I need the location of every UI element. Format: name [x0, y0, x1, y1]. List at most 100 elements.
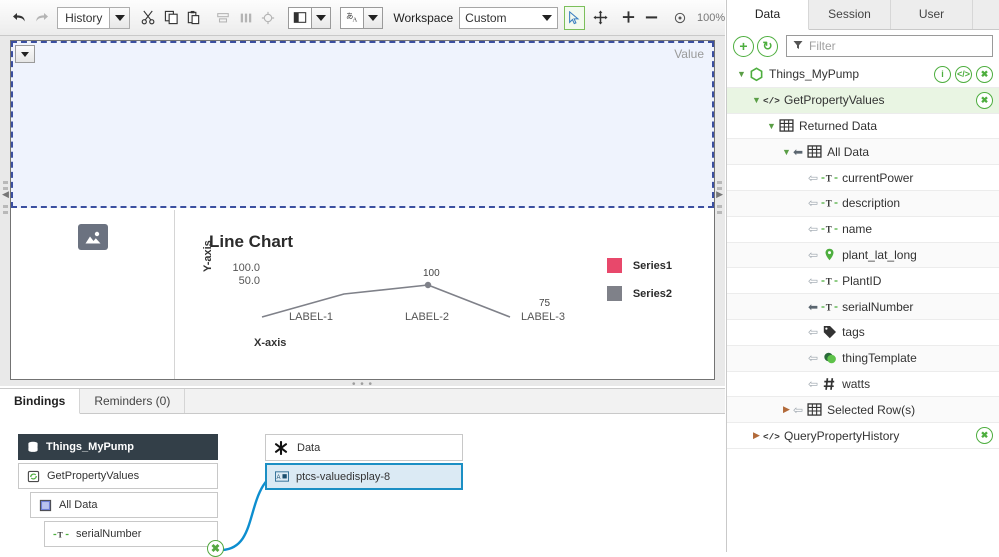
- bindable-arrow-icon[interactable]: ⇦: [808, 376, 819, 391]
- line-chart-widget[interactable]: Line Chart Y-axis 100.0 50.0 100 75 LABE…: [176, 210, 714, 379]
- tree-row-selected-row-s[interactable]: ▶⇦Selected Row(s): [727, 397, 999, 424]
- value-display-widget[interactable]: Value: [11, 41, 714, 208]
- filter-placeholder: Filter: [809, 39, 836, 53]
- undo-arrow-icon[interactable]: [8, 6, 31, 30]
- svg-text:</>: </>: [763, 431, 780, 442]
- info-icon[interactable]: i: [934, 65, 951, 83]
- tree-row-thingtemplate[interactable]: ⇦thingTemplate: [727, 345, 999, 372]
- remove-icon[interactable]: ✖: [976, 91, 993, 109]
- history-dropdown[interactable]: History: [57, 6, 131, 29]
- tab-data[interactable]: Data: [727, 0, 809, 30]
- chevron-down-icon[interactable]: ▼: [767, 120, 776, 131]
- binding-target-valuedisplay[interactable]: A ptcs-valuedisplay-8: [265, 463, 463, 490]
- chevron-down-icon[interactable]: ▼: [737, 69, 746, 80]
- chevron-right-icon[interactable]: ▶: [783, 404, 790, 415]
- panel-splitter[interactable]: • • •: [351, 379, 374, 390]
- resize-handle-left[interactable]: [3, 211, 8, 214]
- tab-reminders[interactable]: Reminders (0): [80, 389, 186, 413]
- resize-handle-right[interactable]: [717, 181, 722, 184]
- plus-icon[interactable]: [617, 6, 640, 30]
- layout-icon[interactable]: [288, 6, 313, 29]
- filter-input[interactable]: Filter: [786, 35, 993, 57]
- bindable-arrow-icon[interactable]: ⇦: [808, 222, 819, 237]
- bindable-arrow-icon[interactable]: ⇦: [808, 170, 819, 185]
- bindings-tabstrip: Bindings Reminders (0): [0, 389, 725, 414]
- right-panel-toolbar: + ↻ Filter: [727, 30, 999, 62]
- tree-row-label: serialNumber: [842, 299, 914, 314]
- code-icon[interactable]: </>: [955, 65, 972, 83]
- tree-row-label: QueryPropertyHistory: [784, 428, 900, 443]
- legend-item[interactable]: Series1: [606, 258, 672, 273]
- target-reset-icon[interactable]: [668, 6, 691, 30]
- cursor-arrow-icon[interactable]: [563, 5, 585, 30]
- binding-source-getpropertyvalues[interactable]: GetPropertyValues: [18, 463, 218, 489]
- binding-target-data[interactable]: Data: [265, 434, 463, 461]
- chevron-down-icon[interactable]: ▼: [782, 146, 791, 157]
- collapse-left-arrow-icon[interactable]: ◀: [2, 189, 9, 199]
- resize-handle-left[interactable]: [3, 181, 8, 184]
- chevron-down-icon[interactable]: [312, 6, 332, 29]
- refresh-circle-icon[interactable]: ↻: [757, 35, 778, 57]
- remove-icon[interactable]: ✖: [976, 65, 993, 83]
- chevron-down-icon[interactable]: [109, 7, 130, 28]
- chevron-right-icon[interactable]: ▶: [753, 430, 760, 441]
- binding-source-serialnumber[interactable]: T serialNumber: [44, 521, 218, 547]
- tree-row-returned-data[interactable]: ▼Returned Data: [727, 114, 999, 140]
- bindable-arrow-icon[interactable]: ⇦: [808, 196, 819, 211]
- text-type-icon: T: [821, 301, 838, 313]
- minus-icon[interactable]: [640, 6, 663, 30]
- remove-binding-x-icon[interactable]: ✖: [207, 540, 224, 557]
- bindable-arrow-icon[interactable]: ⇦: [808, 273, 819, 288]
- tab-user[interactable]: User: [891, 0, 973, 29]
- image-widget[interactable]: [11, 210, 175, 379]
- chevron-down-icon[interactable]: ▼: [752, 95, 761, 106]
- value-display-icon: A: [275, 471, 289, 482]
- tree-row-label: currentPower: [842, 170, 914, 185]
- chart-plot-line: [261, 281, 511, 318]
- tree-row-tags[interactable]: ⇦tags: [727, 320, 999, 346]
- scissors-icon[interactable]: [137, 6, 160, 30]
- resize-handle-right[interactable]: [717, 211, 722, 214]
- resize-handle-right[interactable]: [717, 187, 722, 190]
- bindable-arrow-icon[interactable]: ⇦: [808, 351, 819, 366]
- tree-row-getpropertyvalues[interactable]: ▼</>GetPropertyValues✖: [727, 87, 999, 114]
- workspace-value: Custom: [465, 10, 507, 25]
- resize-handle-left[interactable]: [3, 187, 8, 190]
- workspace-select[interactable]: Custom: [459, 6, 558, 29]
- tab-bindings[interactable]: Bindings: [0, 389, 81, 414]
- chevron-down-icon[interactable]: [15, 45, 35, 63]
- chevron-down-icon[interactable]: [364, 6, 384, 29]
- bindable-arrow-icon[interactable]: ⇦: [808, 247, 819, 262]
- paste-icon[interactable]: [182, 6, 205, 30]
- remove-icon[interactable]: ✖: [976, 427, 993, 445]
- binding-source-things-mypump[interactable]: Things_MyPump: [18, 434, 218, 460]
- move-icon[interactable]: [589, 6, 612, 30]
- tree-row-watts[interactable]: ⇦ watts: [727, 372, 999, 398]
- tab-session[interactable]: Session: [809, 0, 891, 29]
- tree-row-label: watts: [842, 376, 871, 391]
- resize-handle-left[interactable]: [3, 205, 8, 208]
- copy-icon[interactable]: [160, 6, 183, 30]
- workspace-label: Workspace: [393, 10, 454, 25]
- resize-handle-right[interactable]: [717, 205, 722, 208]
- layout-split-button[interactable]: [288, 6, 332, 30]
- plus-circle-icon[interactable]: +: [733, 35, 754, 57]
- bindable-arrow-icon[interactable]: ⇦: [793, 402, 804, 417]
- tree-row-plant-lat-long[interactable]: ⇦plant_lat_long: [727, 242, 999, 269]
- binding-source-all-data[interactable]: All Data: [30, 492, 218, 518]
- bindable-arrow-icon[interactable]: ⇦: [808, 325, 819, 340]
- collapse-right-arrow-icon[interactable]: ▶: [716, 189, 723, 199]
- legend-item[interactable]: Series2: [606, 286, 672, 301]
- tree-row-querypropertyhistory[interactable]: ▶</> QueryPropertyHistory ✖: [727, 423, 999, 449]
- design-canvas[interactable]: Value Line Chart Y-axis 100.0 50.0 100 7…: [2, 40, 723, 380]
- tree-row-all-data[interactable]: ▼⬅All Data: [727, 139, 999, 166]
